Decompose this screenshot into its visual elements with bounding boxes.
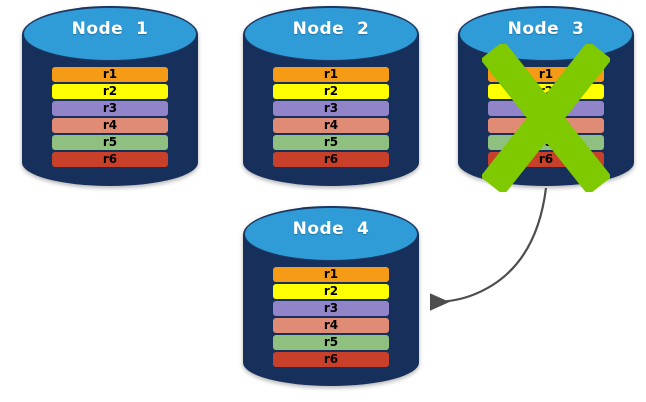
replication-arrow-path: [429, 187, 548, 311]
node-4-cylinder-top: [244, 207, 418, 261]
row-bar-r6: r6: [273, 352, 389, 367]
node-2-title: Node 2: [292, 19, 370, 39]
row-bar-r6: r6: [273, 152, 389, 167]
row-bar-r6: r6: [488, 152, 604, 167]
node-1-title: Node 1: [71, 19, 149, 39]
row-bar-r2: r2: [273, 84, 389, 99]
row-bar-r2: r2: [273, 284, 389, 299]
row-bar-r5: r5: [273, 135, 389, 150]
row-bar-r5: r5: [52, 135, 168, 150]
row-bar-r6: r6: [52, 152, 168, 167]
node-1-rows: r1 r2 r3 r4 r5 r6: [22, 6, 198, 186]
row-bar-r2: r2: [488, 84, 604, 99]
row-bar-r4: r4: [52, 118, 168, 133]
row-bar-r1: r1: [273, 267, 389, 282]
row-bar-r4: r4: [273, 118, 389, 133]
row-bar-r3: r3: [273, 301, 389, 316]
row-bar-r4: r4: [488, 118, 604, 133]
node-4-rows: r1 r2 r3 r4 r5 r6: [243, 206, 419, 386]
row-bar-r3: r3: [52, 101, 168, 116]
node-1-cylinder-top: [23, 7, 197, 61]
row-bar-r3: r3: [488, 101, 604, 116]
node-4-title: Node 4: [292, 219, 370, 239]
row-bar-r1: r1: [488, 67, 604, 82]
node-2-cylinder-top: [244, 7, 418, 61]
node-2-rows: r1 r2 r3 r4 r5 r6: [243, 6, 419, 186]
row-bar-r3: r3: [273, 101, 389, 116]
node-1[interactable]: Node 1 r1 r2 r3 r4 r5 r6: [22, 6, 198, 186]
node-3[interactable]: Node 3 r1 r2 r3 r4 r5 r6: [458, 6, 634, 186]
node-3-rows: r1 r2 r3 r4 r5 r6: [458, 6, 634, 186]
node-4[interactable]: Node 4 r1 r2 r3 r4 r5 r6: [243, 206, 419, 386]
row-bar-r5: r5: [488, 135, 604, 150]
row-bar-r5: r5: [273, 335, 389, 350]
row-bar-r1: r1: [273, 67, 389, 82]
row-bar-r4: r4: [273, 318, 389, 333]
node-2[interactable]: Node 2 r1 r2 r3 r4 r5 r6: [243, 6, 419, 186]
node-3-title: Node 3: [507, 19, 585, 39]
row-bar-r2: r2: [52, 84, 168, 99]
row-bar-r1: r1: [52, 67, 168, 82]
